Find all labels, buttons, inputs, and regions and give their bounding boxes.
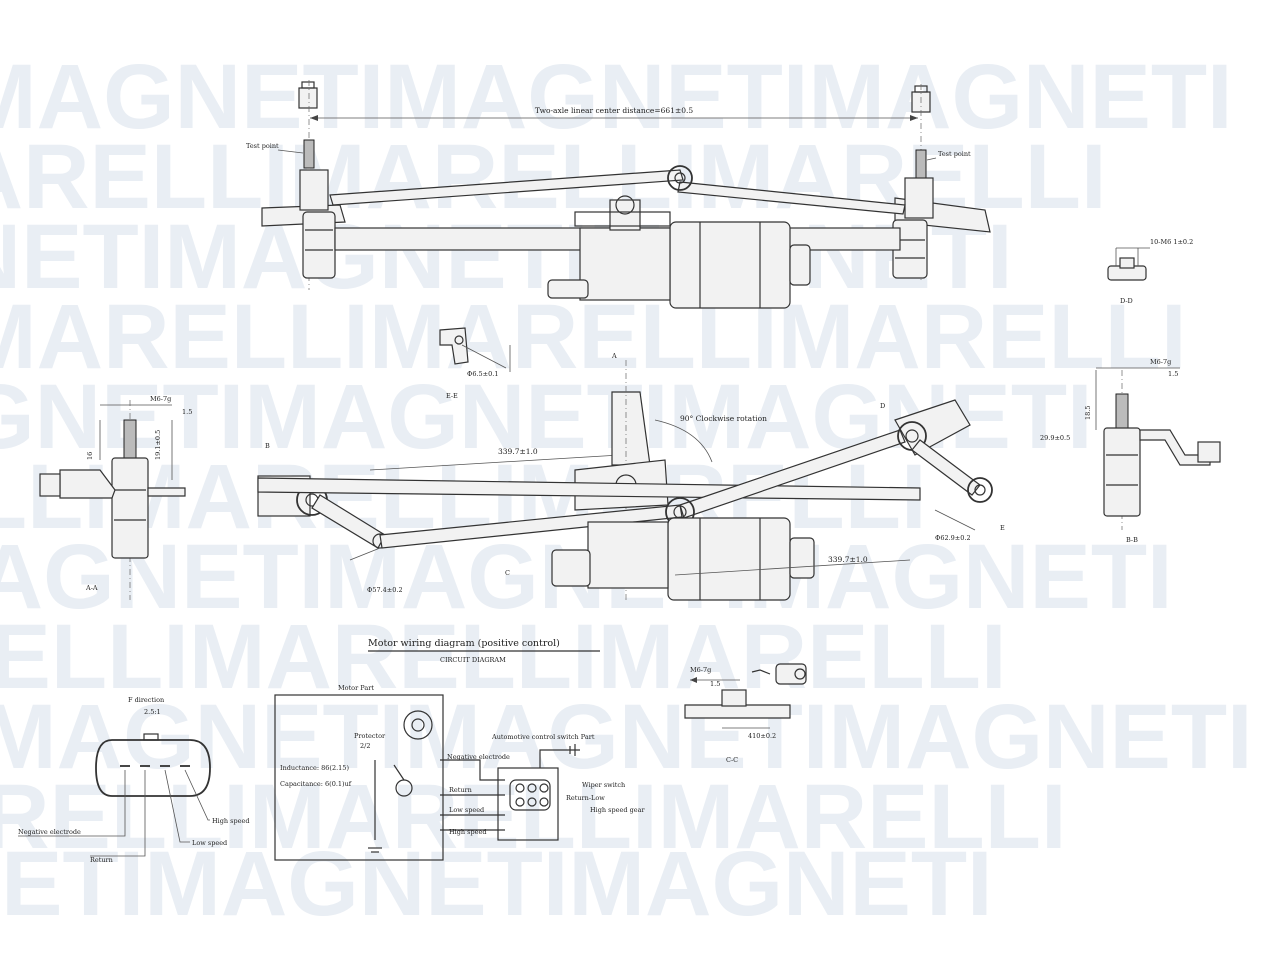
- watermark-row: MARELLIMARELLIMARELLI: [0, 766, 1067, 868]
- section-dd-label: D-D: [1120, 297, 1133, 305]
- section-bb-dim-top: M6-7g: [1150, 358, 1171, 366]
- protector-value: 2/2: [360, 742, 370, 750]
- section-ee-dim: Φ6.5±0.1: [467, 370, 498, 378]
- crank-dim-left: Φ57.4±0.2: [367, 586, 403, 594]
- section-bb-label: B-B: [1126, 536, 1138, 544]
- section-aa-dim-top: M6-7g: [150, 395, 171, 403]
- connector-f-direction: F direction 2.5:1 Negative electrode Ret…: [18, 696, 250, 864]
- section-cc-label: C-C: [726, 756, 738, 764]
- high-speed-gear-label: High speed gear: [590, 806, 645, 814]
- section-bb: M6-7g 1.5 18.5 29.9±0.5 B-B: [1040, 358, 1221, 544]
- return-low-label: Return-Low: [566, 794, 605, 802]
- wiring-subtitle: CIRCUIT DIAGRAM: [440, 656, 506, 664]
- connector-pin-low: Low speed: [192, 839, 227, 847]
- section-ee-label: E-E: [446, 392, 458, 400]
- switch-part-label: Automotive control switch Part: [491, 733, 595, 741]
- watermark-row: MAGNETIMAGNETIMAGNETI: [0, 686, 1253, 788]
- front-view-wiper-linkage: 90° Clockwise rotation 339.7±1.0 A: [257, 352, 1005, 601]
- motor-part-label: Motor Part: [338, 684, 374, 692]
- capacitance-label: Capacitance: 6(0.1)uf: [280, 780, 352, 788]
- watermark-row: MAGNETIMAGNETIMAGNETI: [0, 46, 1233, 148]
- section-cc: M6-7g 1.5 410±0.2 C-C: [684, 663, 807, 764]
- marker-a: A: [611, 352, 617, 360]
- section-aa-dim-a: 1.5: [182, 408, 192, 416]
- connector-pin-return: Return: [90, 856, 113, 864]
- section-dd: 10-M6 1±0.2 D-D: [1107, 238, 1193, 305]
- crank-dim-right: Φ62.9±0.2: [935, 534, 971, 542]
- section-cc-dim-b: 410±0.2: [748, 732, 776, 740]
- inductance-label: Inductance: 86(2.15): [280, 764, 349, 772]
- top-view-wiper-linkage: Two-axle linear center distance=661±0.5 …: [246, 80, 991, 309]
- connector-pin-negative: Negative electrode: [18, 828, 81, 836]
- motor-wiring-diagram: Motor wiring diagram (positive control) …: [274, 638, 645, 861]
- watermark-row: MAGNETIMAGNETIMAGNETI: [0, 206, 1013, 308]
- section-aa-label: A-A: [85, 584, 98, 592]
- protector-label: Protector: [354, 732, 386, 740]
- section-aa-dim-b: 19.1±0.5: [154, 430, 162, 460]
- section-aa: M6-7g 1.5 19.1±0.5 16 A-A: [39, 395, 192, 600]
- wiring-title: Motor wiring diagram (positive control): [368, 638, 560, 649]
- wiring-return: Return: [449, 786, 472, 794]
- watermark-row: MARELLIMARELLIMARELLI: [0, 286, 1187, 388]
- section-cc-dim-top: M6-7g: [690, 666, 711, 674]
- connector-direction-label: F direction: [128, 696, 164, 704]
- test-point-left-label: Test point: [246, 142, 279, 150]
- main-dim-left: 339.7±1.0: [498, 447, 538, 456]
- section-ee: Φ6.5±0.1 E-E: [439, 327, 511, 400]
- wiring-high-speed: High speed: [449, 828, 487, 836]
- watermark-row: MAGNETIMAGNETIMAGNETI: [0, 833, 993, 935]
- wiring-negative: Negative electrode: [447, 753, 510, 761]
- section-aa-dim-c: 16: [86, 452, 94, 460]
- connector-pin-high: High speed: [212, 817, 250, 825]
- marker-e: E: [1000, 524, 1005, 532]
- main-dim-right: 339.7±1.0: [828, 555, 868, 564]
- connector-scale-label: 2.5:1: [144, 708, 161, 716]
- section-cc-dim-a: 1.5: [710, 680, 720, 688]
- marker-d: D: [880, 402, 885, 410]
- rotation-label: 90° Clockwise rotation: [680, 414, 767, 423]
- marker-b: B: [265, 442, 270, 450]
- section-bb-dim-c: 29.9±0.5: [1040, 434, 1070, 442]
- section-dd-dim: 10-M6 1±0.2: [1150, 238, 1193, 246]
- top-distance-label: Two-axle linear center distance=661±0.5: [535, 106, 694, 115]
- test-point-right-label: Test point: [938, 150, 971, 158]
- section-bb-dim-a: 1.5: [1168, 370, 1178, 378]
- section-bb-dim-b: 18.5: [1084, 406, 1092, 420]
- marker-c: C: [505, 569, 510, 577]
- wiper-switch-label: Wiper switch: [582, 781, 625, 789]
- wiring-low-speed: Low speed: [449, 806, 484, 814]
- watermark-row: MARELLIMARELLIMARELLI: [0, 606, 1007, 708]
